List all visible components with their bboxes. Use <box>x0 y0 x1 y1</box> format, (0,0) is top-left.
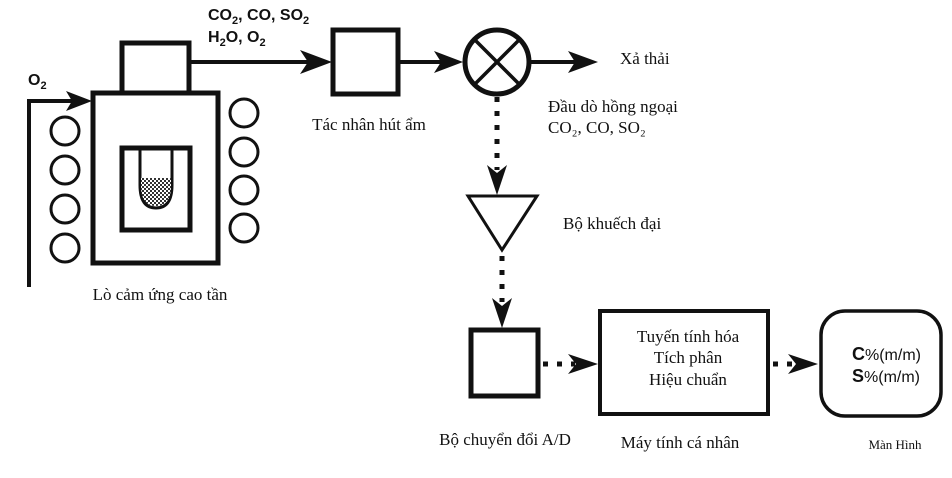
computer-function-integration: Tích phân <box>654 348 723 367</box>
arrow-icon <box>434 51 463 73</box>
amplifier-label: Bộ khuếch đại <box>563 214 661 233</box>
display-readout-sulfur: S%(m/m) <box>852 366 920 386</box>
arrow-icon <box>568 354 598 374</box>
oxygen-inlet <box>27 91 92 287</box>
signal-line-detector-amplifier <box>487 97 507 195</box>
computer-box <box>598 309 770 416</box>
arrow-icon <box>300 50 332 74</box>
crucible-icon <box>138 150 174 210</box>
arrow-icon <box>492 298 512 328</box>
combustion-gases-line2: H2O, O2 <box>208 29 266 49</box>
gas-line-furnace-dryer <box>189 50 332 74</box>
detector-label-line1: Đầu dò hồng ngoại <box>548 97 678 116</box>
exhaust-line <box>529 51 598 73</box>
combustion-gases-line1: CO2, CO, SO2 <box>208 7 309 27</box>
computer-function-calibration: Hiệu chuẩn <box>649 370 727 389</box>
infrared-detector <box>462 27 532 97</box>
gas-line-dryer-detector <box>398 51 463 73</box>
display-label: Màn Hình <box>868 437 922 452</box>
computer-label: Máy tính cá nhân <box>621 433 740 452</box>
induction-coil-left <box>49 115 81 264</box>
display-box <box>819 309 943 418</box>
oxygen-inlet-label: O2 <box>28 72 47 92</box>
dryer-label: Tác nhân hút ẩm <box>312 115 426 134</box>
display-readout-carbon: C%(m/m) <box>852 344 921 364</box>
amplifier-triangle <box>465 194 540 253</box>
adc-label: Bộ chuyển đổi A/D <box>439 430 571 449</box>
detector-label-line2: CO₂, CO, SO₂ <box>548 118 646 137</box>
adc-box <box>468 327 541 399</box>
computer-function-linearization: Tuyến tính hóa <box>637 327 740 346</box>
dryer-box <box>330 27 401 97</box>
signal-line-computer-display <box>773 354 818 374</box>
arrow-icon <box>66 91 92 111</box>
arrow-icon <box>788 354 818 374</box>
signal-line-adc-computer <box>543 354 598 374</box>
induction-furnace <box>49 40 260 266</box>
signal-line-amplifier-adc <box>492 256 512 328</box>
induction-coil-right <box>228 97 260 244</box>
exhaust-label: Xả thải <box>620 49 670 68</box>
arrow-icon <box>487 165 507 195</box>
arrow-icon <box>568 51 598 73</box>
furnace-label: Lò cảm ứng cao tần <box>93 285 228 304</box>
